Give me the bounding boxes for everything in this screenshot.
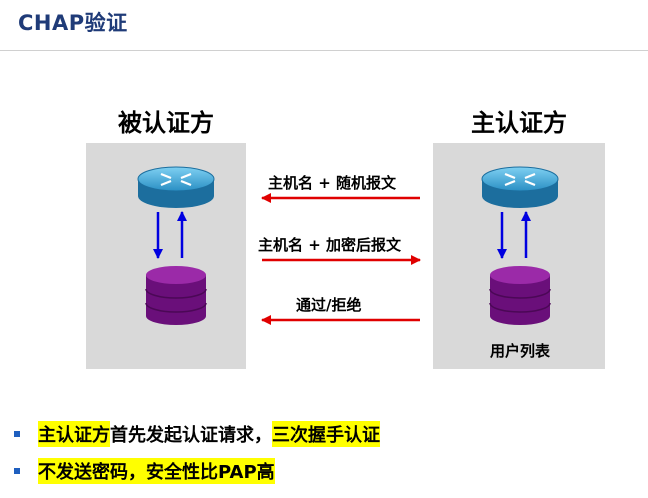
right-router-icon: [481, 166, 559, 208]
left-database-icon: [145, 266, 207, 325]
bullet-2-part-1: 不发送密码，安全性比PAP高: [38, 458, 275, 484]
right-party-title: 主认证方: [471, 109, 567, 137]
bullet-square-icon: [14, 431, 20, 437]
bullet-item-1: 主认证方 首先发起认证请求， 三次握手认证: [14, 420, 380, 448]
right-database-icon: [489, 266, 551, 325]
slide-title: CHAP验证: [18, 11, 128, 35]
message-label-3: 通过/拒绝: [296, 296, 362, 314]
left-router-icon: [137, 166, 215, 208]
bullet-square-icon: [14, 468, 20, 474]
bullet-1-part-3: 三次握手认证: [272, 421, 380, 447]
title-divider: [0, 50, 648, 51]
bullet-item-2: 不发送密码，安全性比PAP高: [14, 457, 380, 485]
bullet-list: 主认证方 首先发起认证请求， 三次握手认证 不发送密码，安全性比PAP高: [14, 420, 380, 494]
bullet-1-part-1: 主认证方: [38, 421, 110, 447]
left-party-title: 被认证方: [118, 109, 214, 137]
user-list-label: 用户列表: [489, 342, 550, 360]
message-label-2: 主机名 + 加密后报文: [258, 236, 402, 254]
message-label-1: 主机名 + 随机报文: [268, 174, 397, 192]
bullet-1-part-2: 首先发起认证请求，: [110, 425, 272, 446]
